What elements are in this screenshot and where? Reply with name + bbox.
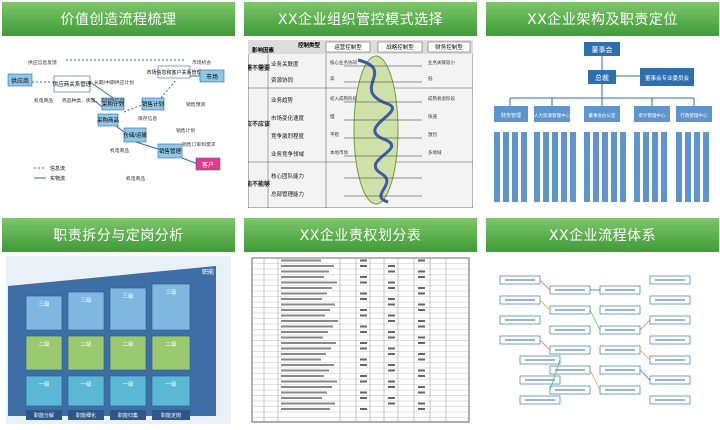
svg-text:实物流: 实物流 — [50, 175, 65, 182]
svg-text:机电商品: 机电商品 — [110, 147, 129, 154]
svg-text:慢: 慢 — [330, 113, 335, 120]
card-title: XX企业责权划分表 — [244, 218, 477, 252]
svg-text:客户: 客户 — [202, 161, 214, 169]
svg-text:信息流: 信息流 — [50, 165, 65, 172]
svg-text:董事会专业委员会: 董事会专业委员会 — [645, 74, 690, 82]
svg-text:业务竞争领域: 业务竞争领域 — [271, 150, 305, 158]
board-node — [584, 42, 620, 56]
process-diagram — [490, 256, 715, 424]
svg-text:运营控制型: 运营控制型 — [334, 43, 362, 51]
svg-text:采购商品: 采购商品 — [97, 116, 120, 124]
svg-text:总部管理能力: 总部管理能力 — [271, 190, 304, 198]
svg-text:平稳: 平稳 — [330, 131, 339, 138]
card-process-system[interactable]: XX企业流程体系 — [486, 218, 719, 428]
card-title: 价值创造流程梳理 — [2, 2, 235, 36]
svg-text:职能细化: 职能细化 — [76, 412, 96, 419]
svg-text:一级: 一级 — [165, 380, 177, 388]
svg-text:供应信息反馈: 供应信息反馈 — [28, 59, 57, 66]
svg-text:业务关联度: 业务关联度 — [271, 60, 299, 68]
svg-text:职能分解: 职能分解 — [34, 412, 54, 419]
svg-text:快速: 快速 — [428, 113, 437, 120]
svg-text:二级: 二级 — [38, 340, 50, 348]
svg-text:长期/中期供应计划: 长期/中期供应计划 — [94, 79, 134, 86]
svg-text:控制类型: 控制类型 — [298, 41, 321, 49]
svg-text:能不能够: 能不能够 — [248, 180, 270, 188]
card-value-chain[interactable]: 价值创造流程梳理 供应商 供应商关系管理 采购计划 采购商 — [2, 2, 235, 212]
svg-text:库存信息: 库存信息 — [138, 115, 157, 122]
svg-text:行政管理中心: 行政管理中心 — [681, 112, 708, 119]
svg-text:一级: 一级 — [122, 380, 134, 388]
svg-text:审计管理中心: 审计管理中心 — [639, 112, 666, 119]
value-chain-diagram: 供应商 供应商关系管理 采购计划 采购商品 销售计划 仓储/运输 销售管理 市场… — [6, 40, 231, 208]
svg-text:职能归集: 职能归集 — [118, 412, 138, 419]
svg-text:二级: 二级 — [165, 340, 177, 348]
svg-text:人力资源管理中心: 人力资源管理中心 — [534, 112, 570, 119]
svg-text:核心业务协同: 核心业务协同 — [330, 59, 357, 66]
card-org-chart[interactable]: XX企业架构及职责定位 董事会 总裁 董事会专业委员会 财务管理 人力资源管理中… — [486, 2, 719, 212]
node-supplier-label: 供应商 — [11, 77, 29, 85]
card-control-mode[interactable]: XX企业组织管控模式选择 控制类型 影响因素 运营控制型 战略控制型 财务控制型… — [244, 2, 477, 212]
card-title: XX企业流程体系 — [486, 218, 719, 252]
svg-text:商品种类、质量、及时性信息: 商品种类、质量、及时性信息 — [62, 97, 125, 104]
svg-text:市场变化速度: 市场变化速度 — [271, 114, 305, 122]
svg-text:需不需要: 需不需要 — [248, 64, 270, 72]
committee-node — [640, 68, 694, 86]
svg-text:财务管理: 财务管理 — [501, 112, 521, 119]
svg-text:机电商品: 机电商品 — [34, 97, 53, 104]
responsibility-table — [248, 256, 473, 424]
svg-text:二级: 二级 — [80, 340, 92, 348]
svg-text:三级: 三级 — [38, 300, 50, 308]
svg-text:供应商关系管理: 供应商关系管理 — [53, 80, 92, 88]
svg-text:市场机会: 市场机会 — [192, 59, 211, 66]
svg-text:竞争激烈程度: 竞争激烈程度 — [271, 132, 305, 140]
svg-text:低: 低 — [428, 75, 433, 82]
svg-text:一级: 一级 — [80, 380, 92, 388]
node-supplier — [7, 73, 33, 87]
svg-text:业务关联较小: 业务关联较小 — [428, 59, 455, 66]
svg-text:董事会办公室: 董事会办公室 — [589, 112, 616, 119]
svg-text:销售计划: 销售计划 — [176, 127, 195, 134]
svg-text:初入成熟阶段: 初入成熟阶段 — [330, 95, 357, 102]
svg-text:三级: 三级 — [80, 296, 92, 304]
org-chart: 董事会 总裁 董事会专业委员会 财务管理 人力资源管理中心 董事会办公室 审计管… — [490, 40, 715, 208]
svg-text:影响因素: 影响因素 — [252, 46, 275, 54]
svg-text:销售预测: 销售预测 — [186, 101, 205, 108]
duty-split-diagram: 职能 三级三级三级三级 二级二级二级二级 一级一级一级一级 职能分解职能细化职能… — [6, 256, 231, 424]
svg-text:二级: 二级 — [122, 340, 134, 348]
svg-text:财务控制型: 财务控制型 — [435, 43, 463, 51]
svg-text:董事会: 董事会 — [592, 45, 613, 54]
svg-text:三级: 三级 — [122, 292, 134, 300]
ceo-node — [588, 70, 616, 84]
svg-text:市场: 市场 — [206, 73, 218, 81]
svg-text:三级: 三级 — [165, 288, 177, 296]
card-duty-split[interactable]: 职责拆分与定岗分析 职能 三级三级三级三级 二级二级二级二级 一级一级一级一级 — [2, 218, 235, 428]
svg-text:仓储/运输: 仓储/运输 — [123, 131, 147, 139]
svg-text:销售管理: 销售管理 — [159, 147, 182, 155]
svg-text:本地市场: 本地市场 — [330, 149, 348, 156]
svg-text:战略控制型: 战略控制型 — [386, 43, 414, 51]
card-title: 职责拆分与定岗分析 — [2, 218, 235, 252]
svg-text:一级: 一级 — [38, 380, 50, 388]
svg-text:成熟衰退阶段: 成熟衰退阶段 — [428, 95, 455, 102]
card-responsibility-table[interactable]: XX企业责权划分表 — [244, 218, 477, 428]
svg-text:职能定岗: 职能定岗 — [161, 412, 181, 419]
svg-text:职能: 职能 — [202, 268, 214, 276]
svg-text:总裁: 总裁 — [595, 73, 609, 82]
svg-text:资源协同: 资源协同 — [271, 76, 294, 84]
svg-text:机电商品: 机电商品 — [126, 175, 145, 182]
svg-text:应不应该: 应不应该 — [248, 120, 270, 128]
card-title: XX企业组织管控模式选择 — [244, 2, 477, 36]
svg-text:销售计划: 销售计划 — [142, 100, 164, 108]
svg-text:业务趋势: 业务趋势 — [271, 96, 294, 104]
svg-text:激烈: 激烈 — [428, 131, 437, 138]
control-mode-table: 控制类型 影响因素 运营控制型 战略控制型 财务控制型 需不需要 应不应该 能不… — [248, 40, 473, 208]
svg-text:市场信息和客户关系管理: 市场信息和客户关系管理 — [146, 69, 201, 76]
card-title: XX企业架构及职责定位 — [486, 2, 719, 36]
svg-text:多地域: 多地域 — [428, 149, 442, 156]
svg-text:销售订单和需求: 销售订单和需求 — [182, 141, 216, 148]
svg-text:采购计划: 采购计划 — [102, 100, 124, 108]
svg-text:核心团队能力: 核心团队能力 — [271, 172, 304, 180]
svg-text:高: 高 — [330, 75, 335, 82]
